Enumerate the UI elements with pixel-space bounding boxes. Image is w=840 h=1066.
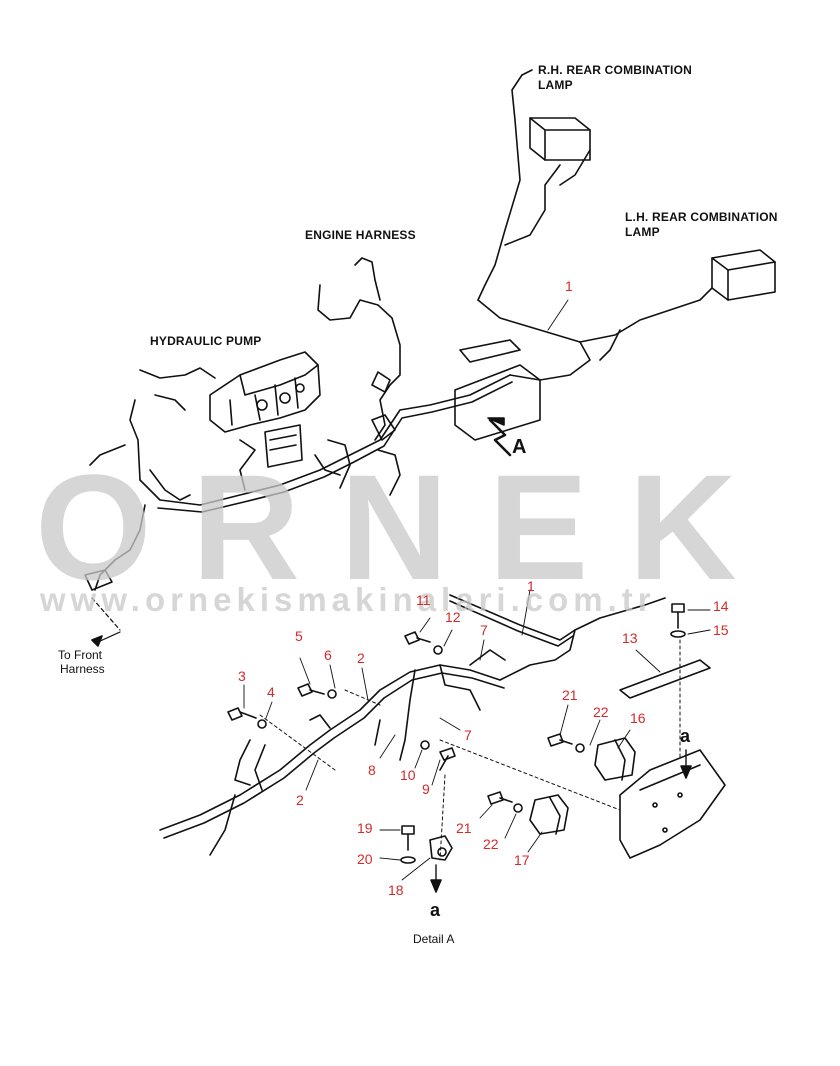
callout-11: 11 bbox=[416, 592, 431, 608]
callout-10: 10 bbox=[400, 767, 416, 783]
lh-rear-lamp bbox=[711, 249, 776, 301]
callout-9: 9 bbox=[422, 781, 430, 797]
callout-8: 8 bbox=[368, 762, 376, 778]
rh-rear-lamp bbox=[529, 117, 591, 161]
bolt-19 bbox=[401, 825, 415, 851]
lh-lamp-label-1: L.H. REAR COMBINATION bbox=[625, 210, 778, 224]
detail-ref-bottom: a bbox=[430, 900, 441, 920]
bolt-11 bbox=[404, 631, 431, 645]
washer-4 bbox=[257, 719, 267, 729]
bolt-21b bbox=[487, 791, 513, 805]
to-front-label-1: To Front bbox=[58, 648, 103, 662]
watermark-brand: ORNEK bbox=[35, 443, 777, 611]
callout-15: 15 bbox=[713, 622, 729, 638]
washer-22b bbox=[513, 803, 523, 813]
bolt-3 bbox=[227, 707, 257, 721]
callout-17: 17 bbox=[514, 852, 530, 868]
washer-6 bbox=[327, 689, 337, 699]
callout-13: 13 bbox=[622, 630, 638, 646]
lh-lamp-label-2: LAMP bbox=[625, 225, 660, 239]
washer-12 bbox=[433, 645, 443, 655]
bolt-21a bbox=[547, 733, 573, 747]
callout-16: 16 bbox=[630, 710, 646, 726]
callout-5: 5 bbox=[295, 628, 303, 644]
engine-harness-label: ENGINE HARNESS bbox=[305, 228, 416, 242]
callout-4: 4 bbox=[267, 684, 275, 700]
washer-10 bbox=[420, 740, 430, 750]
relay-bracket bbox=[619, 749, 726, 859]
rh-lamp-label-2: LAMP bbox=[538, 78, 573, 92]
callout-6: 6 bbox=[324, 647, 332, 663]
view-a-label: A bbox=[512, 436, 527, 458]
engine-harness bbox=[317, 257, 401, 496]
hydraulic-pump-label: HYDRAULIC PUMP bbox=[150, 334, 262, 348]
callout-1-top: 1 bbox=[565, 278, 573, 294]
callout-3: 3 bbox=[238, 668, 246, 684]
callout-20: 20 bbox=[357, 851, 373, 867]
relay-17 bbox=[529, 794, 569, 835]
main-harness-top bbox=[477, 287, 713, 343]
callout-22-b: 22 bbox=[483, 836, 499, 852]
bolt-14 bbox=[671, 603, 685, 629]
central-harness bbox=[139, 374, 511, 506]
relay-16 bbox=[594, 737, 636, 781]
detail-a-label: Detail A bbox=[413, 932, 455, 946]
callout-1: 1 bbox=[527, 578, 535, 594]
callout-21-a: 21 bbox=[562, 687, 578, 703]
callout-14: 14 bbox=[713, 598, 729, 614]
callout-7-b: 7 bbox=[464, 727, 472, 743]
clamp-18 bbox=[429, 835, 453, 861]
bolt-9 bbox=[439, 747, 456, 771]
callout-2-b: 2 bbox=[296, 792, 304, 808]
callout-7-a: 7 bbox=[480, 622, 488, 638]
view-a-arrow bbox=[488, 418, 512, 457]
detail-ref-right: a bbox=[680, 726, 691, 746]
bracket-a bbox=[454, 339, 541, 441]
watermark-url: www.ornekismakinalari.com.tr bbox=[40, 581, 656, 618]
plate-13 bbox=[619, 659, 711, 699]
to-front-label-2: Harness bbox=[60, 662, 105, 676]
hydraulic-pump bbox=[209, 351, 321, 468]
washer-15 bbox=[670, 630, 686, 638]
rh-lamp-wire bbox=[477, 74, 523, 301]
bolt-5 bbox=[297, 683, 325, 697]
callout-19: 19 bbox=[357, 820, 373, 836]
rh-lamp-label-1: R.H. REAR COMBINATION bbox=[538, 63, 692, 77]
callout-12: 12 bbox=[445, 609, 461, 625]
callout-21-b: 21 bbox=[456, 820, 472, 836]
callout-18: 18 bbox=[388, 882, 404, 898]
callout-2-a: 2 bbox=[357, 650, 365, 666]
washer-20 bbox=[400, 856, 416, 864]
washer-22a bbox=[575, 743, 585, 753]
callout-22-a: 22 bbox=[593, 704, 609, 720]
